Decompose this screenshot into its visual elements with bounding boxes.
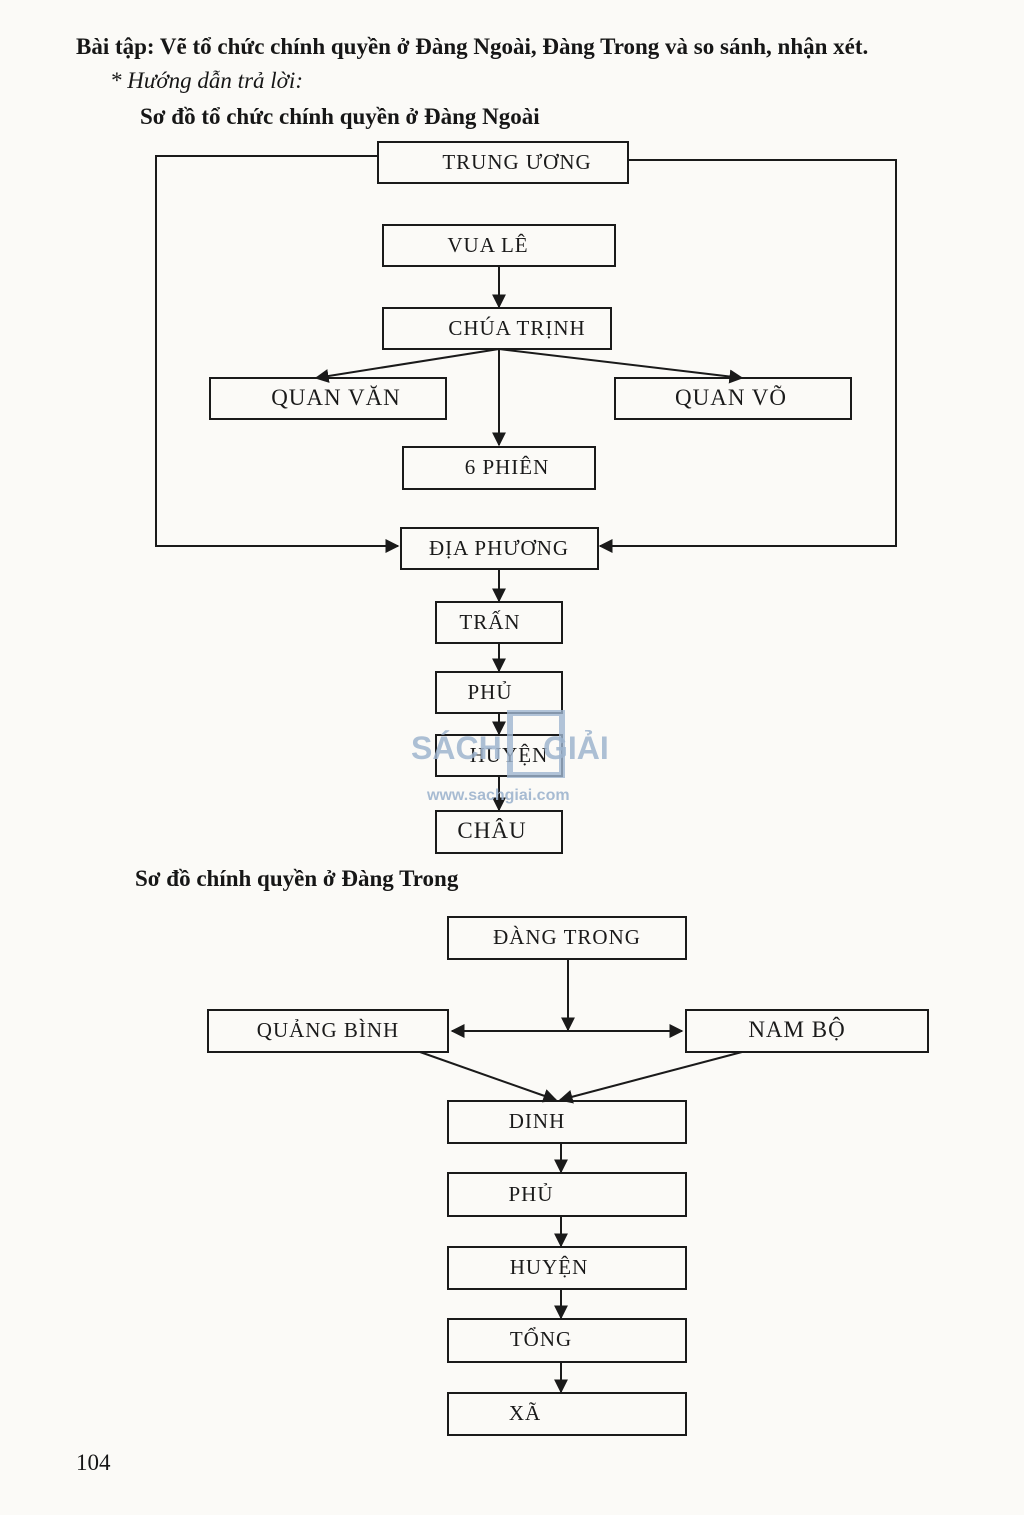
node-trung-uong [377, 141, 629, 184]
node-vua-le-label: VUA LÊ [447, 233, 528, 257]
exercise-title: Bài tập: Vẽ tổ chức chính quyền ở Đàng N… [76, 34, 869, 59]
node-quan-vo [614, 377, 852, 420]
node-quan-van [209, 377, 447, 420]
node-6-phien [402, 446, 596, 490]
node-quan-vo-label: QUAN VÕ [675, 384, 787, 410]
node-tong [447, 1318, 687, 1363]
watermark-logo-left: SÁCH [411, 730, 502, 766]
node-quan-van-label: QUAN VĂN [271, 385, 401, 410]
node-nam-bo [685, 1009, 929, 1053]
node-phu-2-label: PHỦ [508, 1182, 553, 1206]
watermark-url: www.sachgiai.com [426, 787, 570, 804]
node-xa-label: XÃ [509, 1401, 541, 1425]
page-number: 104 [76, 1450, 111, 1475]
node-phu-2 [447, 1172, 687, 1217]
answer-hint: * Hướng dẫn trả lời: [110, 68, 303, 93]
watermark: SÁCH GIẢI www.sachgiai.com [411, 710, 609, 804]
node-dinh-label: DINH [509, 1109, 566, 1133]
node-quang-binh [207, 1009, 449, 1053]
node-dia-phuong-label: ĐỊA PHƯƠNG [429, 536, 569, 560]
node-phu-label: PHỦ [467, 680, 512, 704]
watermark-logo-right: GIẢI [543, 730, 609, 766]
node-nam-bo-label: NAM BỘ [748, 1016, 845, 1042]
watermark-book-icon [507, 710, 565, 778]
node-trung-uong-label: TRUNG ƯƠNG [442, 150, 591, 174]
node-xa [447, 1392, 687, 1436]
node-chau-label: CHÂU [457, 818, 526, 843]
arrow-quang-binh-dinh [419, 1051, 558, 1103]
node-dinh [447, 1100, 687, 1144]
diagram2: ĐÀNG TRONG QUẢNG BÌNH NAM BỘ DINH PHỦ HU… [207, 916, 929, 1436]
left-loop-arrow [155, 155, 400, 553]
node-dang-trong-label: ĐÀNG TRONG [493, 925, 641, 949]
node-chua-trinh-label: CHÚA TRỊNH [448, 316, 585, 340]
node-tran-label: TRẤN [459, 610, 520, 634]
diagram2-heading: Sơ đồ chính quyền ở Đàng Trong [135, 866, 459, 891]
diagram1: TRUNG ƯƠNG VUA LÊ CHÚA TRỊNH QUAN VĂN QU… [155, 141, 897, 854]
diagram1-heading: Sơ đồ tổ chức chính quyền ở Đàng Ngoài [140, 104, 540, 129]
arrow-chua-quan-van [314, 348, 500, 383]
node-huyen-2 [447, 1246, 687, 1290]
right-loop-arrow [598, 159, 897, 553]
node-huyen-2-label: HUYỆN [510, 1255, 589, 1279]
node-tong-label: TỔNG [510, 1327, 572, 1351]
node-quang-binh-label: QUẢNG BÌNH [257, 1018, 399, 1042]
arrow-nam-bo-dinh [558, 1051, 743, 1104]
node-6-phien-label: 6 PHIÊN [465, 455, 550, 479]
node-chau [435, 810, 563, 854]
arrow-chua-quan-vo [498, 348, 744, 384]
